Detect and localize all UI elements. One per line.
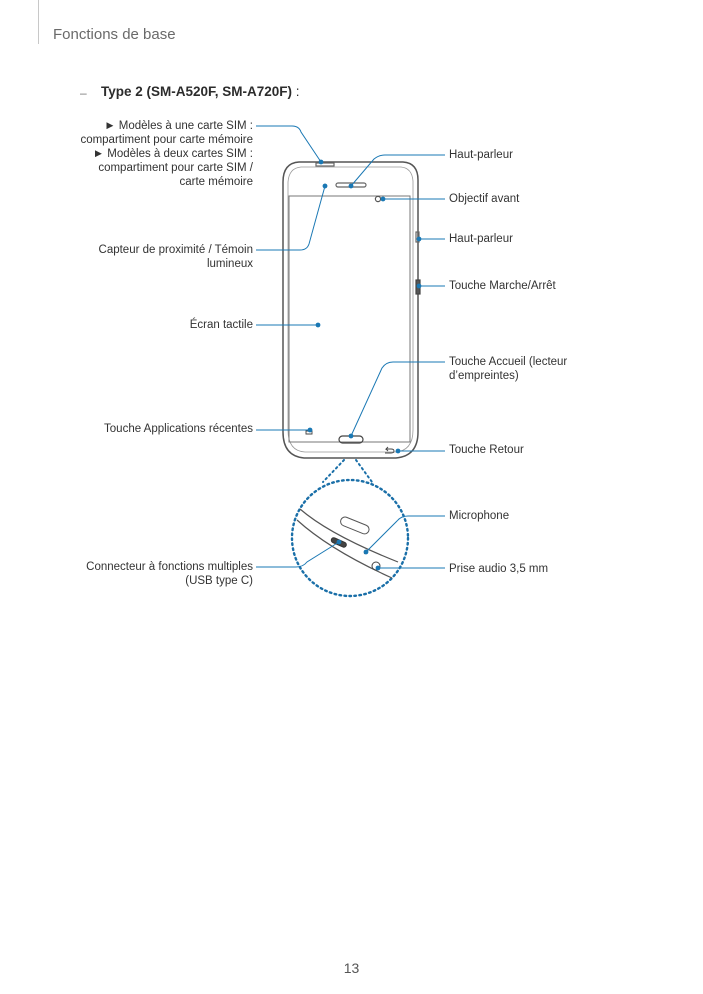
- phone-inner-outline: [287, 166, 414, 453]
- label-front-camera: Objectif avant: [449, 193, 520, 205]
- label-sim-tray-line1: ► Modèles à une carte SIM :: [104, 120, 253, 132]
- label-sim-tray-line3: ► Modèles à deux cartes SIM :: [92, 148, 253, 160]
- zoom-audio-jack: [371, 561, 381, 571]
- callout-dots: [307, 159, 422, 571]
- phone-outline: [282, 161, 419, 459]
- dot-proximity: [322, 183, 328, 189]
- label-connector-line1: Connecteur à fonctions multiples: [86, 561, 253, 573]
- dot-speaker-side: [416, 236, 422, 242]
- label-power-key: Touche Marche/Arrêt: [449, 280, 556, 292]
- list-dash: –: [80, 86, 87, 100]
- label-sim-tray-line2: compartiment pour carte mémoire: [80, 134, 253, 146]
- section-title: Fonctions de base: [53, 26, 176, 43]
- callout-lines: [256, 125, 445, 569]
- label-speaker-top: Haut-parleur: [449, 149, 513, 161]
- label-connector-line2: (USB type C): [185, 575, 253, 587]
- label-home-key-line2: d’empreintes): [449, 370, 519, 382]
- dot-speaker-top: [348, 183, 354, 189]
- zoom-dotted-circle: [290, 478, 410, 598]
- callout-connector: [256, 541, 340, 568]
- zoom-edge-top: [299, 508, 399, 563]
- dot-back-key: [395, 448, 401, 454]
- dot-home-key: [348, 433, 354, 439]
- label-sim-tray-line5: carte mémoire: [179, 176, 254, 188]
- dot-audio-jack: [375, 565, 381, 571]
- label-recent-apps: Touche Applications récentes: [104, 423, 253, 435]
- label-home-key-line1: Touche Accueil (lecteur: [449, 356, 568, 368]
- label-connector: Connecteur à fonctions multiples (USB ty…: [23, 560, 253, 588]
- zoom-connector-left: [322, 459, 345, 483]
- callout-home-key: [350, 361, 445, 437]
- phone-front-illustration: [282, 161, 421, 459]
- screen: [288, 195, 411, 443]
- zoom-connector-right: [355, 459, 373, 483]
- label-proximity-line1: Capteur de proximité / Témoin: [98, 244, 253, 256]
- dot-touchscreen: [315, 322, 321, 328]
- callout-sim-tray: [256, 125, 322, 163]
- front-camera-lens: [374, 195, 382, 203]
- subtitle: Type 2 (SM-A520F, SM-A720F) :: [101, 84, 300, 99]
- label-proximity-line2: lumineux: [206, 258, 253, 270]
- zoom-edge-bottom: [296, 519, 393, 579]
- label-back-key: Touche Retour: [449, 444, 524, 456]
- label-speaker-side: Haut-parleur: [449, 233, 513, 245]
- subtitle-text: Type 2 (SM-A520F, SM-A720F): [101, 84, 293, 99]
- dot-connector: [336, 539, 342, 545]
- label-home-key: Touche Accueil (lecteur d’empreintes): [449, 355, 649, 383]
- callout-proximity: [256, 185, 326, 251]
- header-rule: [38, 0, 39, 44]
- label-audio-jack: Prise audio 3,5 mm: [449, 563, 549, 575]
- top-edge-slot: [315, 162, 335, 167]
- back-glyph: [384, 446, 395, 454]
- label-sim-tray-line4: compartiment pour carte SIM /: [98, 162, 253, 174]
- dot-front-camera: [380, 196, 386, 202]
- label-sim-tray: ► Modèles à une carte SIM : compartiment…: [23, 119, 253, 189]
- zoom-home-key: [340, 516, 370, 535]
- callout-microphone: [365, 515, 445, 553]
- page-number: 13: [343, 960, 360, 976]
- dot-recent-apps: [307, 427, 313, 433]
- dot-sim-tray: [318, 159, 324, 165]
- subtitle-colon: :: [292, 84, 300, 99]
- label-proximity: Capteur de proximité / Témoin lumineux: [23, 243, 253, 271]
- dot-microphone: [363, 549, 369, 555]
- callout-speaker-top: [350, 154, 445, 187]
- label-microphone: Microphone: [449, 510, 510, 522]
- label-touchscreen: Écran tactile: [189, 319, 253, 331]
- dot-power-key: [416, 283, 422, 289]
